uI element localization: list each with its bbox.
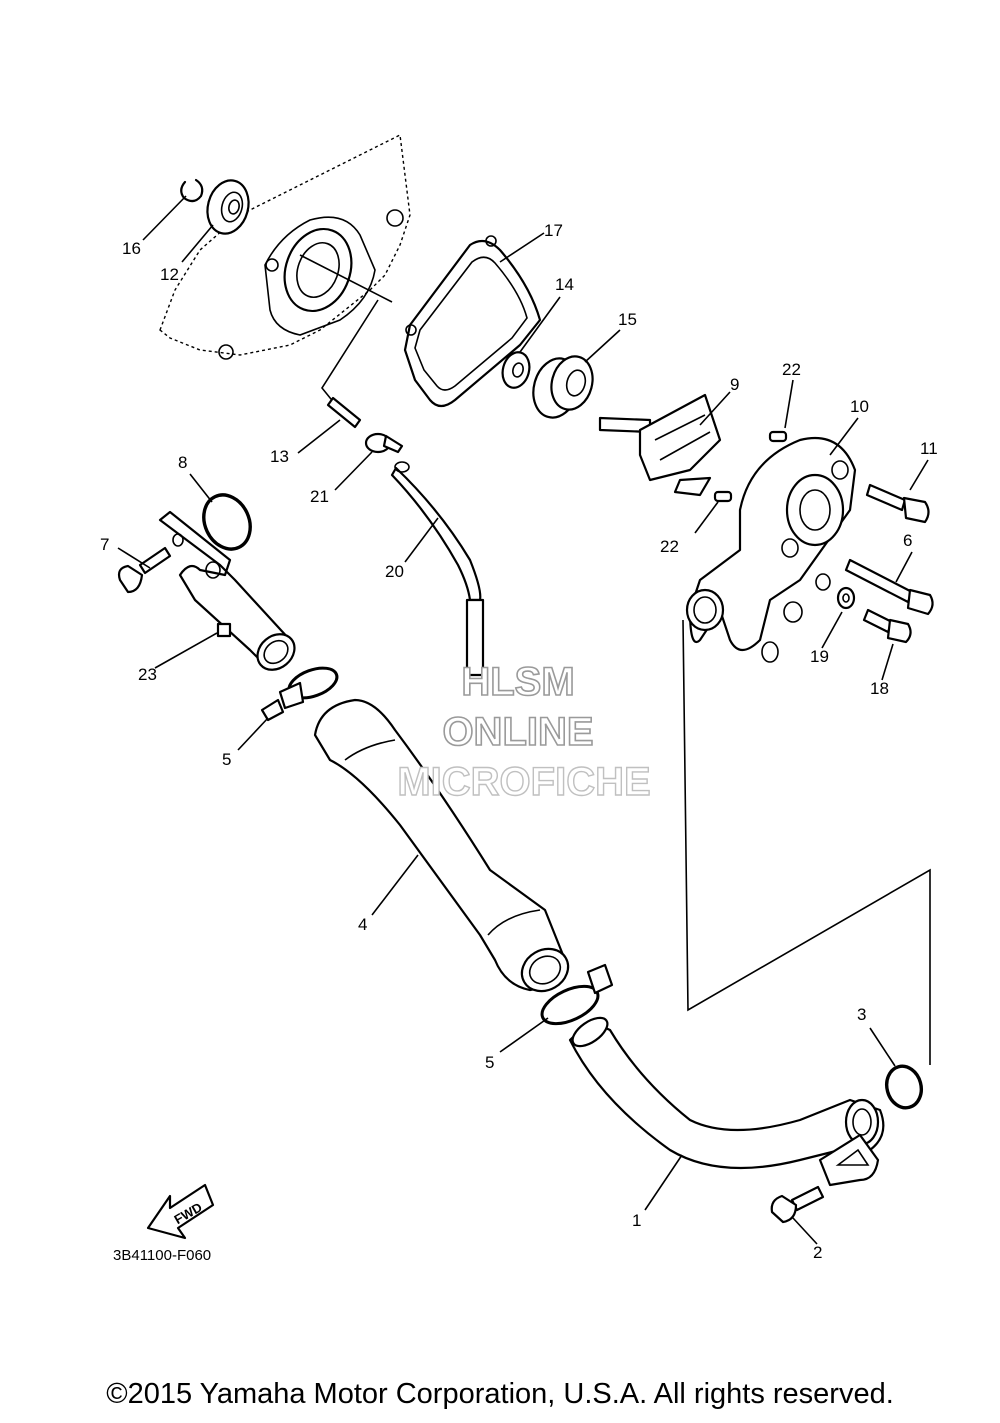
part-4-hose: 4 — [313, 698, 570, 993]
callout-3: 3 — [857, 1005, 866, 1024]
callout-17: 17 — [544, 221, 563, 240]
callout-22b: 22 — [660, 537, 679, 556]
part-6-pipe-joint: 23 — [138, 510, 296, 684]
callout-20: 20 — [385, 562, 404, 581]
watermark: HLSM ONLINE MICROFICHE — [397, 659, 652, 805]
part-9-impeller: 9 — [598, 375, 739, 497]
part-3-o-ring: 3 — [857, 1005, 923, 1110]
callout-13: 13 — [270, 447, 289, 466]
figure-code: 3B41100-F060 — [113, 1247, 212, 1264]
callout-15: 15 — [618, 310, 637, 329]
part-2-bolt: 2 — [770, 1185, 825, 1262]
part-11-bolt: 11 — [865, 439, 938, 524]
part-14-oil-seal: 14 — [501, 275, 574, 389]
part-8-o-ring: 8 — [178, 453, 252, 551]
callout-16: 16 — [122, 239, 141, 258]
callout-4: 4 — [358, 915, 367, 934]
callout-18: 18 — [870, 679, 889, 698]
part-18-bolt: 18 — [862, 608, 912, 698]
callout-23: 6 — [903, 531, 912, 550]
callout-12: 12 — [160, 265, 179, 284]
callout-5a: 5 — [222, 750, 231, 769]
part-10-pump-housing: 10 — [685, 397, 869, 663]
part-16-circlip: 16 — [122, 178, 204, 258]
callout-21: 21 — [310, 487, 329, 506]
callout-11: 11 — [920, 439, 938, 458]
crankcase-cover — [159, 133, 411, 421]
assembly-lines — [682, 619, 931, 1065]
part-12-bearing: 12 — [160, 179, 250, 284]
part-19-washer: 19 — [810, 586, 856, 666]
watermark-line2: ONLINE — [442, 710, 593, 754]
part-21-clip: 21 — [310, 432, 404, 506]
watermark-line1: HLSM — [461, 660, 574, 704]
copyright-notice: ©2015 Yamaha Motor Corporation, U.S.A. A… — [106, 1378, 894, 1410]
fwd-arrow-icon: FWD — [146, 1183, 215, 1240]
callout-9: 9 — [730, 375, 739, 394]
callout-22a: 22 — [782, 360, 801, 379]
callout-19: 19 — [810, 647, 829, 666]
part-20-hose: 20 — [385, 461, 485, 677]
callout-8: 8 — [178, 453, 187, 472]
part-1-pipe: 1 — [568, 1016, 885, 1230]
callout-14: 14 — [555, 275, 574, 294]
callout-10: 10 — [850, 397, 869, 416]
callout-1: 1 — [632, 1211, 641, 1230]
part-13-pin: 13 — [270, 396, 362, 466]
callout-2: 2 — [813, 1243, 822, 1262]
part-17-gasket: 17 — [403, 221, 563, 408]
callout-6: 23 — [138, 665, 157, 684]
callout-7: 7 — [100, 535, 109, 554]
part-22-dowel-pins: 22 22 — [660, 360, 801, 556]
part-5-clamp-lower: 5 — [485, 963, 614, 1072]
part-7-bolt: 7 — [100, 535, 172, 594]
watermark-line3: MICROFICHE — [397, 760, 650, 804]
part-5-clamp-upper: 5 — [222, 666, 339, 769]
part-23-bolt: 6 — [844, 531, 934, 616]
callout-5b: 5 — [485, 1053, 494, 1072]
part-15-mechanical-seal: 15 — [532, 310, 637, 419]
